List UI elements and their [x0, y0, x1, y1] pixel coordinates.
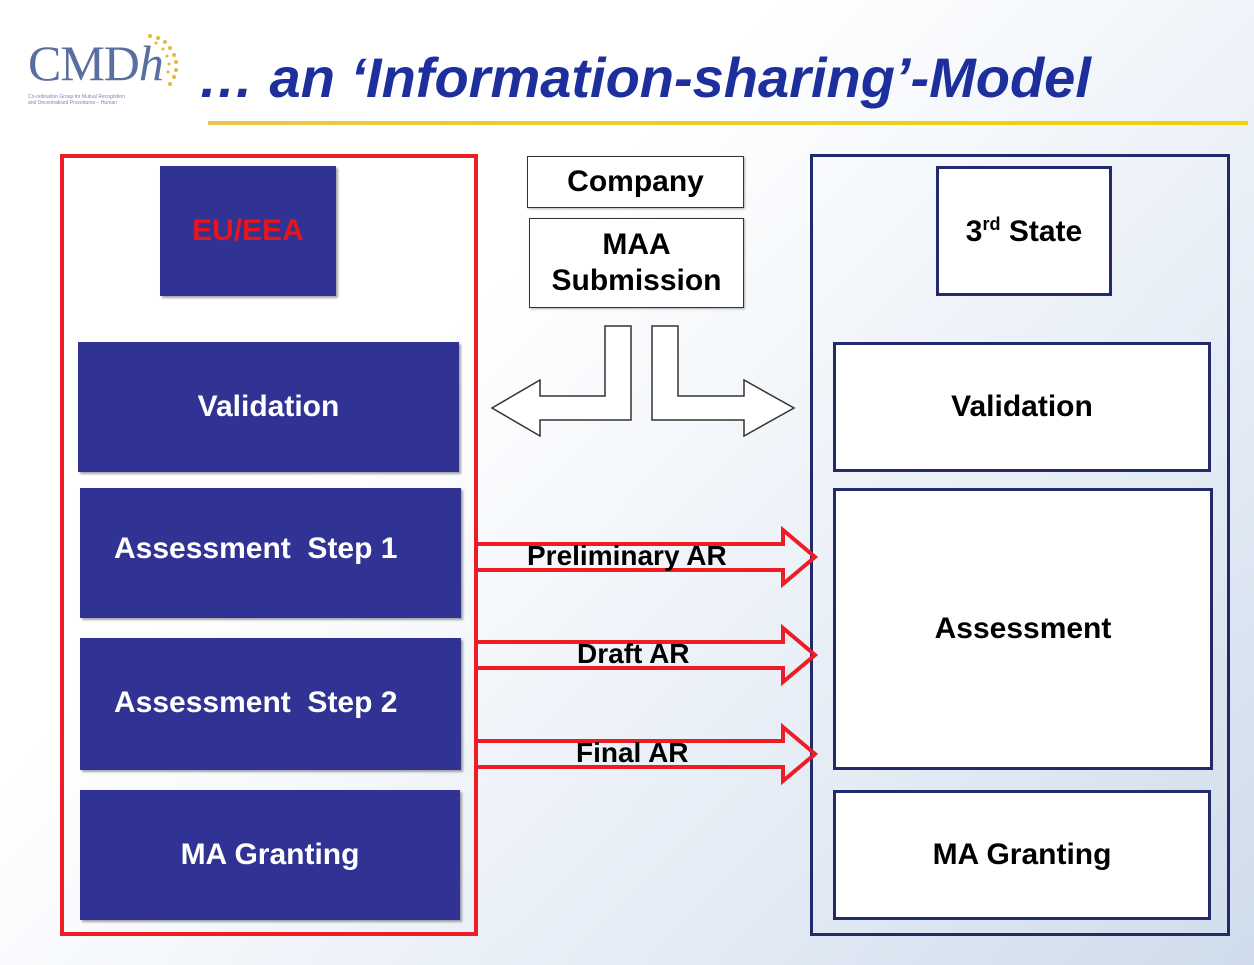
eu-validation-label: Validation	[197, 390, 340, 423]
eu-assessment-step1-label: Assessment Step 1	[114, 532, 398, 565]
logo-dots-icon	[148, 34, 178, 86]
eu-eea-label: EU/EEA	[192, 214, 304, 247]
third-validation-box: Validation	[833, 342, 1211, 472]
third-assessment-label: Assessment	[934, 612, 1112, 645]
submission-arrow-right-icon	[651, 325, 796, 438]
company-label: Company	[567, 165, 704, 198]
third-validation-label: Validation	[951, 390, 1093, 423]
draft-ar-label: Draft AR	[577, 638, 690, 669]
third-assessment-box: Assessment	[833, 488, 1213, 770]
eu-validation-box: Validation	[78, 342, 459, 472]
final-ar-arrow-icon	[478, 722, 819, 786]
cmdh-logo: CMDh Co-ordination Group for Mutual Reco…	[22, 30, 192, 110]
title-underline	[208, 121, 1248, 125]
maa-submission-box: MAA Submission	[529, 218, 744, 308]
draft-ar-arrow-icon	[478, 623, 819, 687]
eu-assessment-step2-box: Assessment Step 2	[80, 638, 461, 770]
logo-subtitle: Co-ordination Group for Mutual Recogniti…	[28, 94, 125, 106]
logo-wordmark: CMDh	[28, 35, 164, 91]
submission-arrow-left-icon	[490, 325, 632, 438]
preliminary-ar-arrow-icon	[478, 525, 819, 589]
eu-eea-panel	[60, 154, 478, 936]
eu-eea-header-box: EU/EEA	[160, 166, 336, 296]
third-state-panel	[810, 154, 1230, 936]
eu-assessment-step2-label: Assessment Step 2	[114, 686, 398, 719]
maa-label: MAA	[602, 228, 671, 261]
final-ar-label: Final AR	[576, 737, 689, 768]
preliminary-ar-label: Preliminary AR	[527, 540, 727, 571]
page-title: … an ‘Information-sharing’-Model	[198, 46, 1091, 109]
company-box: Company	[527, 156, 744, 208]
third-state-header-box: 3rd State	[936, 166, 1112, 296]
eu-ma-granting-box: MA Granting	[80, 790, 460, 920]
eu-ma-granting-label: MA Granting	[180, 838, 360, 871]
third-ma-granting-box: MA Granting	[833, 790, 1211, 920]
third-state-label: 3rd State	[965, 213, 1083, 248]
eu-assessment-step1-box: Assessment Step 1	[80, 488, 461, 618]
third-ma-granting-label: MA Granting	[932, 838, 1112, 871]
submission-label: Submission	[551, 264, 722, 297]
